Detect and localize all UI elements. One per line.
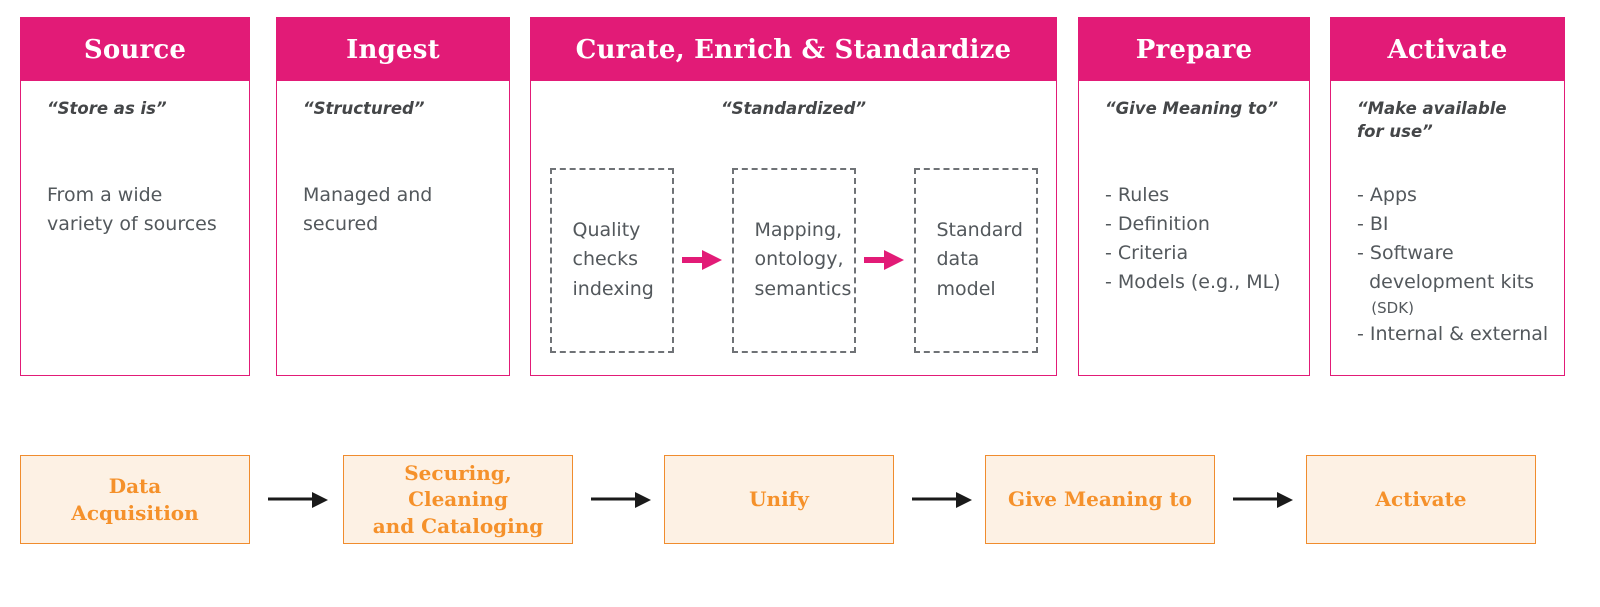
prepare-bullet-list: - Rules - Definition - Criteria - Models…: [1105, 181, 1297, 297]
substep-quality-checks[interactable]: Quality checks indexing: [549, 167, 674, 353]
stage-card-activate[interactable]: Activate “Make available for use” - Apps…: [1330, 17, 1565, 376]
stage-card-source[interactable]: Source “Store as is” From a wide variety…: [20, 17, 250, 376]
list-item: - Rules: [1105, 184, 1170, 206]
stage-card-curate[interactable]: Curate, Enrich & Standardize “Standardiz…: [530, 17, 1057, 376]
black-arrow-right-icon: [268, 491, 330, 509]
pink-arrow-right-icon: [856, 247, 914, 273]
substep-standard-data-model-label: Standard data model: [936, 218, 1023, 300]
curate-substep-pipeline: Quality checks indexing Mapping, ontolog…: [545, 165, 1042, 355]
step-box-data-acquisition[interactable]: Data Acquisition: [20, 455, 250, 544]
pipeline-stage-row: Source “Store as is” From a wide variety…: [20, 17, 1565, 376]
stage-body-curate: “Standardized” Quality checks indexing M…: [531, 81, 1056, 375]
stage-body-source: “Store as is” From a wide variety of sou…: [21, 81, 249, 375]
black-arrow-right-icon: [591, 491, 653, 509]
stage-description-source: From a wide variety of sources: [47, 184, 217, 235]
stage-body-activate: “Make available for use” - Apps - BI - S…: [1331, 81, 1564, 375]
black-arrow-right-icon: [912, 491, 974, 509]
step-box-give-meaning-to[interactable]: Give Meaning to: [985, 455, 1215, 544]
list-item: development kits: [1357, 271, 1535, 294]
list-item: - Software: [1357, 242, 1454, 265]
list-item: (SDK): [1357, 299, 1414, 318]
stage-quote-ingest: “Structured”: [303, 99, 425, 118]
list-item: - Apps: [1357, 184, 1417, 206]
activate-bullet-list: - Apps - BI - Software development kits …: [1357, 181, 1552, 349]
step-box-activate[interactable]: Activate: [1306, 455, 1536, 544]
stage-title-curate: Curate, Enrich & Standardize: [531, 18, 1056, 81]
stage-quote-source: “Store as is”: [47, 99, 167, 118]
stage-title-ingest: Ingest: [277, 18, 509, 81]
stage-card-prepare[interactable]: Prepare “Give Meaning to” - Rules - Defi…: [1078, 17, 1310, 376]
process-step-row: Data Acquisition Securing, Cleaning and …: [0, 455, 1600, 550]
stage-quote-prepare: “Give Meaning to”: [1105, 99, 1278, 118]
black-arrow-right-icon: [1233, 491, 1295, 509]
stage-body-ingest: “Structured” Managed and secured: [277, 81, 509, 375]
list-item: - Criteria: [1105, 242, 1189, 265]
stage-quote-curate: “Standardized”: [720, 99, 867, 118]
step-box-unify[interactable]: Unify: [664, 455, 894, 544]
pink-arrow-right-icon: [674, 247, 732, 273]
substep-standard-data-model[interactable]: Standard data model: [913, 167, 1038, 353]
list-item: - Definition: [1105, 213, 1210, 236]
stage-card-ingest[interactable]: Ingest “Structured” Managed and secured: [276, 17, 510, 376]
stage-body-prepare: “Give Meaning to” - Rules - Definition -…: [1079, 81, 1309, 375]
substep-quality-checks-label: Quality checks indexing: [572, 218, 654, 300]
stage-title-source: Source: [21, 18, 249, 81]
stage-description-ingest: Managed and secured: [303, 184, 433, 235]
list-item: - BI: [1357, 213, 1389, 236]
stage-quote-activate: “Make available for use”: [1357, 99, 1507, 142]
list-item: - Models (e.g., ML): [1105, 271, 1281, 294]
list-item: - Internal & external: [1357, 323, 1549, 346]
substep-mapping-ontology[interactable]: Mapping, ontology, semantics: [731, 167, 856, 353]
substep-mapping-ontology-label: Mapping, ontology, semantics: [754, 218, 852, 300]
stage-title-prepare: Prepare: [1079, 18, 1309, 81]
step-box-securing-cleaning-cataloging[interactable]: Securing, Cleaning and Cataloging: [343, 455, 573, 544]
stage-title-activate: Activate: [1331, 18, 1564, 81]
